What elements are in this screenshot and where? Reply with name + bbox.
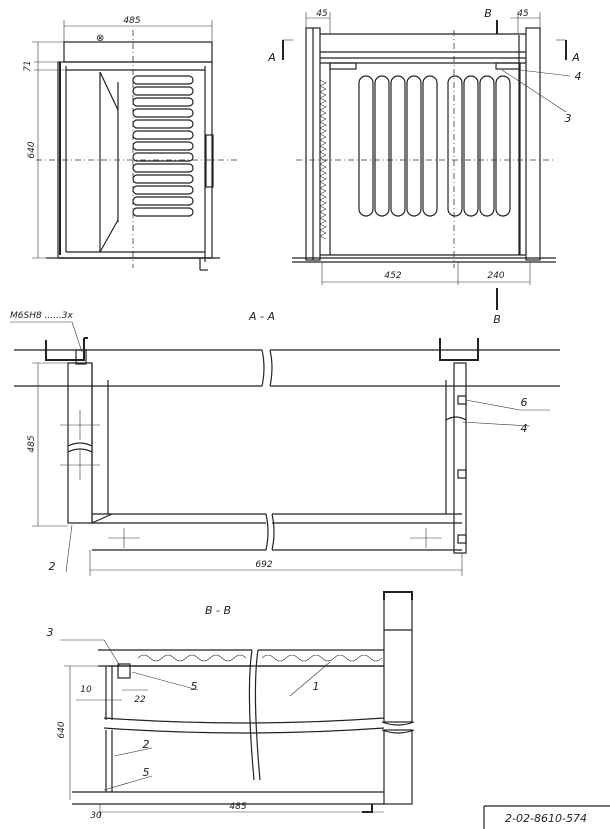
side-callout-3: 3 bbox=[565, 112, 572, 125]
side-dim-240: 240 bbox=[487, 271, 504, 281]
drawing-number: 2-02-8610-574 bbox=[505, 812, 587, 825]
side-louvres-right bbox=[447, 75, 511, 217]
section-aa-callout-6: 6 bbox=[521, 396, 528, 409]
side-louvres-left bbox=[358, 75, 438, 217]
side-dim-452: 452 bbox=[384, 271, 401, 281]
fastener-floor bbox=[457, 534, 467, 544]
section-aa-fastener-note: M6SH8 ......3x bbox=[10, 311, 73, 321]
side-section-b-bottom: B bbox=[493, 313, 501, 326]
section-bb-dim-10: 10 bbox=[80, 685, 92, 695]
title-block bbox=[483, 805, 610, 829]
section-aa-dim-width: 692 bbox=[255, 560, 272, 570]
side-view bbox=[282, 12, 571, 310]
section-bb-dim-485: 485 bbox=[229, 802, 246, 812]
section-aa-title: A - A bbox=[248, 310, 275, 323]
side-section-b-top: B bbox=[484, 7, 492, 20]
front-louvres bbox=[132, 75, 194, 217]
section-bb-callout-1: 1 bbox=[313, 680, 320, 693]
section-bb-callout-2: 2 bbox=[143, 738, 150, 751]
section-aa bbox=[10, 321, 560, 576]
side-section-a-right: A bbox=[571, 51, 580, 64]
section-bb-callout-3: 3 bbox=[47, 626, 54, 639]
front-dim-top: 71 bbox=[23, 60, 33, 71]
section-bb-callout-5-top: 5 bbox=[191, 680, 198, 693]
section-bb-callout-5-bottom: 5 bbox=[143, 766, 150, 779]
fastener-6 bbox=[457, 395, 467, 405]
bracket-top bbox=[117, 663, 131, 679]
section-aa-dim-height: 485 bbox=[27, 435, 37, 452]
section-bb bbox=[60, 591, 415, 818]
section-bb-dim-640: 640 bbox=[57, 721, 67, 738]
front-handle bbox=[205, 134, 214, 188]
front-dim-width: 485 bbox=[123, 16, 140, 26]
section-bb-title: B - B bbox=[205, 604, 231, 617]
fastener-top-left bbox=[75, 349, 87, 365]
side-dim-top-right: 45 bbox=[517, 9, 529, 19]
fastener-right-lower bbox=[457, 469, 467, 479]
side-dim-top-left: 45 bbox=[316, 9, 328, 19]
side-callout-4: 4 bbox=[575, 70, 582, 83]
side-section-a-left: A bbox=[267, 51, 276, 64]
front-dim-height: 640 bbox=[27, 141, 37, 158]
section-aa-callout-4: 4 bbox=[521, 422, 528, 435]
section-bb-dim-22: 22 bbox=[134, 695, 146, 705]
front-view: ⊗ bbox=[32, 20, 238, 271]
section-bb-dim-30: 30 bbox=[90, 811, 102, 821]
section-aa-callout-2: 2 bbox=[49, 560, 56, 573]
front-symbol: ⊗ bbox=[96, 33, 104, 44]
